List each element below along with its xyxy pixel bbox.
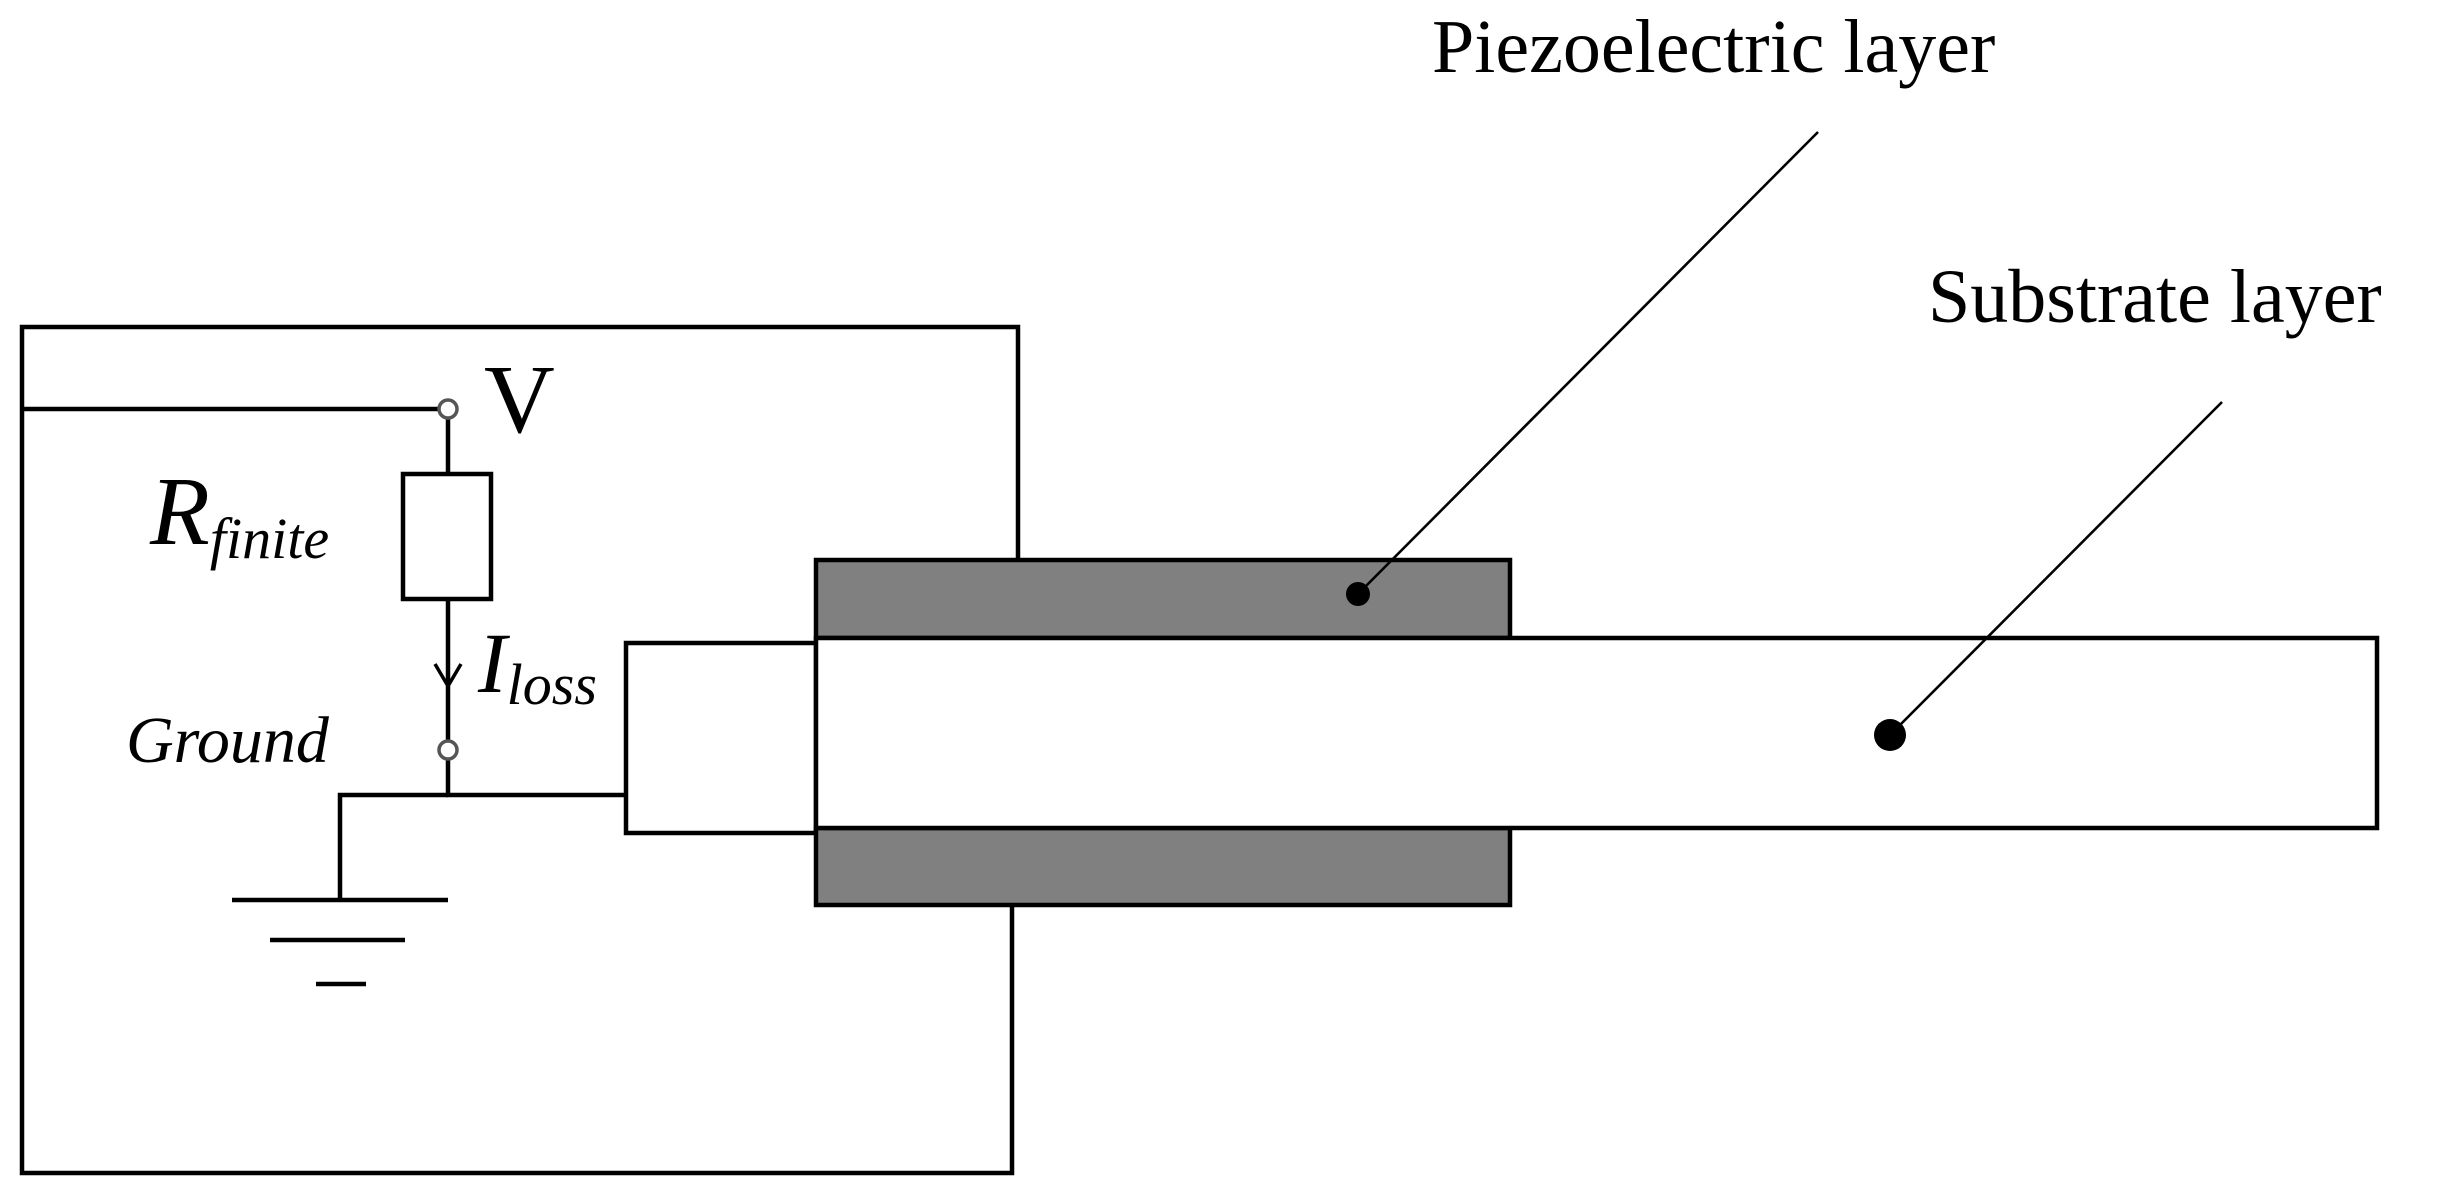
current-label-subscript: loss [507,652,597,717]
resistor-finite [400,471,494,602]
ground-node-wire [445,750,626,798]
current-arrow-icon [433,663,463,690]
substrate-layer-beam [813,635,2380,831]
substrate-layer-label: Substrate layer [1928,255,2382,339]
resistor-label: Rfinite [149,458,329,571]
outer-circuit-wire [19,324,1021,1176]
piezoelectric-marker-dot [1346,582,1370,606]
ground-drop-wire [337,792,448,900]
current-label-main: I [477,615,510,711]
piezoelectric-layer-top [813,557,1513,641]
piezoelectric-leader-line [1357,131,1819,595]
ground-symbol-icon [232,897,448,987]
piezoelectric-layer-label: Piezoelectric layer [1432,5,1995,89]
current-label: Iloss [477,615,597,717]
substrate-leader-line [1889,401,2223,736]
resistor-label-subscript: finite [210,506,329,571]
ground-terminal [437,739,459,761]
voltage-label: V [484,346,555,454]
voltage-terminal [437,398,459,420]
clamp-block [623,640,819,836]
substrate-marker-dot [1874,719,1906,751]
piezoelectric-layer-bottom [813,825,1513,908]
ground-label: Ground [126,704,330,777]
resistor-label-main: R [149,458,210,566]
